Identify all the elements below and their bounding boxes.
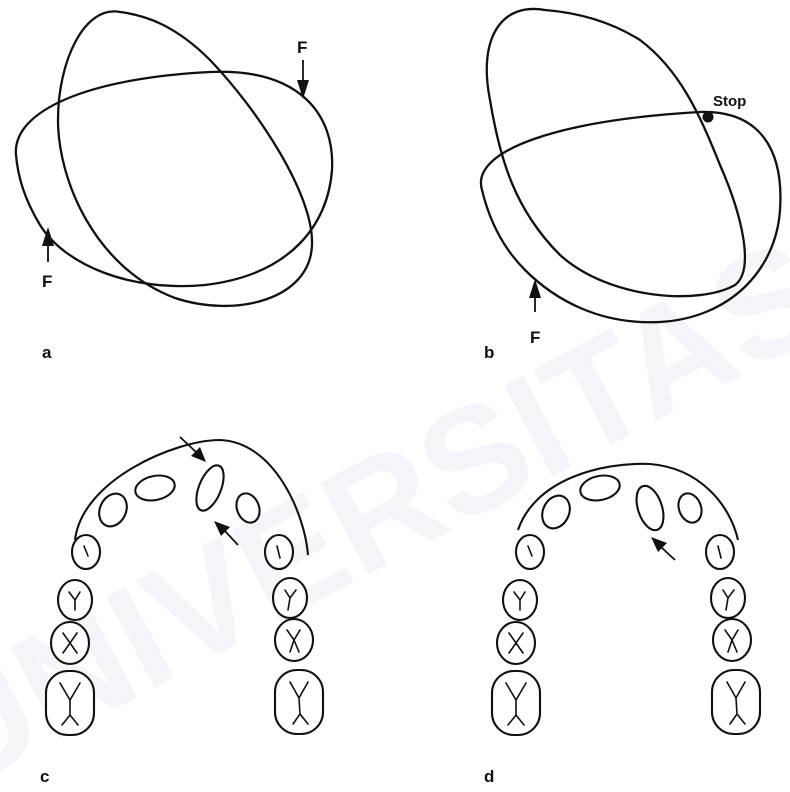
force-label-bottom: F [42,272,52,291]
stop-point [703,112,714,123]
panel-a: F F a [16,11,332,362]
panel-label-d: d [484,767,494,786]
force-label-top: F [297,38,307,57]
panel-a-vertical-loop [58,11,312,306]
panel-label-b: b [484,343,494,362]
stop-label: Stop [713,93,746,110]
correction-arrow [651,537,675,560]
tooth-d-lateral-right [675,490,706,526]
tooth-c-central-left [133,472,177,504]
force-label-b: F [530,328,540,347]
force-arrow-top-head [297,80,309,99]
tooth-c-lateral-left [94,489,132,531]
panel-label-c: c [40,767,49,786]
tooth-d-rotated-central [631,482,668,533]
panel-label-a: a [42,343,52,362]
rotation-arrow-top-shaft [180,437,196,452]
correction-arrow-shaft [661,547,675,560]
panel-a-horizontal-loop [16,72,332,286]
